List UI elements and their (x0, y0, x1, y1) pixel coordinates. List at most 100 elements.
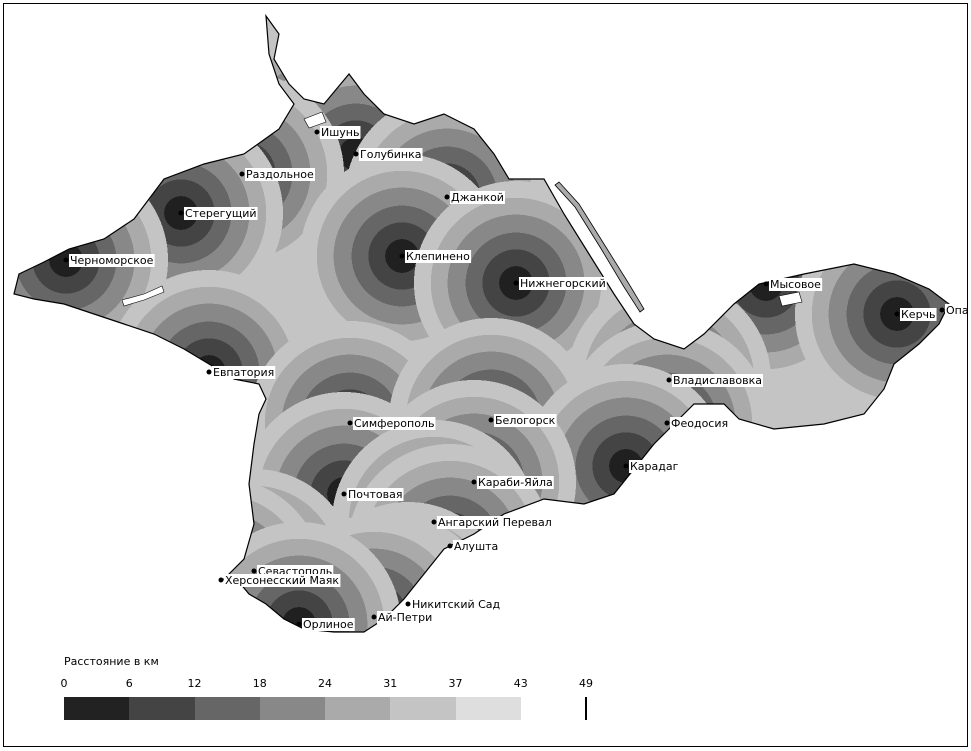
city-marker[interactable]: Голубинка (353, 148, 423, 161)
city-label: Караби-Яйла (478, 476, 553, 489)
city-dot (206, 369, 212, 375)
city-label-background (519, 277, 607, 290)
city-marker[interactable]: Раздольное (239, 168, 315, 181)
city-dot (371, 614, 377, 620)
city-marker[interactable]: Карадаг (623, 460, 680, 473)
city-marker[interactable]: Клепинено (399, 250, 472, 263)
city-marker[interactable]: Херсонесский Маяк (218, 574, 341, 587)
legend-title: Расстояние в км (64, 655, 159, 668)
legend-tick-label: 24 (318, 677, 332, 690)
legend-swatch (129, 697, 195, 720)
city-label-background (945, 304, 967, 317)
city-label: Ангарский Перевал (438, 516, 552, 529)
city-label: Херсонесский Маяк (225, 574, 339, 587)
city-label-background (411, 598, 502, 611)
city-dot (444, 194, 450, 200)
city-label: Орлиное (303, 618, 354, 631)
city-dot (178, 210, 184, 216)
city-marker[interactable]: Джанкой (444, 191, 505, 204)
legend-tick-label: 49 (579, 677, 593, 690)
city-dot (894, 311, 900, 317)
city-marker[interactable]: Почтовая (341, 488, 404, 501)
city-dot (431, 519, 437, 525)
city-label-background (353, 417, 436, 430)
city-marker[interactable]: Никитский Сад (405, 598, 502, 611)
legend-swatch (455, 697, 521, 720)
city-label-background (212, 366, 276, 379)
city-label-background (450, 191, 505, 204)
city-dot (239, 171, 245, 177)
city-label: Раздольное (246, 168, 314, 181)
city-marker[interactable]: Алушта (447, 540, 500, 553)
city-marker[interactable]: Мысовое (763, 278, 823, 291)
city-marker[interactable]: Феодосия (664, 417, 730, 430)
city-label-background (477, 476, 554, 489)
city-label: Черноморское (70, 254, 154, 267)
city-label-background (670, 417, 730, 430)
city-label-background (672, 374, 763, 387)
legend-swatch (64, 697, 130, 720)
legend-tick-label: 0 (60, 677, 68, 690)
city-label: Белогорск (495, 414, 556, 427)
city-label: Опа (946, 304, 967, 317)
city-marker[interactable]: Керчь (894, 308, 937, 321)
city-marker[interactable]: Ишунь (314, 126, 361, 139)
legend-tick-label: 37 (448, 677, 463, 690)
city-label: Алушта (454, 540, 498, 553)
city-marker[interactable]: Владиславовка (666, 374, 763, 387)
city-dot (939, 307, 945, 313)
city-label: Керчь (901, 308, 936, 321)
city-dot (471, 479, 477, 485)
city-label-background (69, 254, 155, 267)
city-label: Симферополь (354, 417, 434, 430)
city-label-background (629, 460, 680, 473)
legend-tick-label: 12 (187, 677, 202, 690)
city-label: Феодосия (671, 417, 728, 430)
city-label: Нижнегорский (520, 277, 606, 290)
city-label-background (494, 414, 557, 427)
legend-tick-label: 18 (252, 677, 267, 690)
legend-tick-label: 31 (383, 677, 398, 690)
city-label-background (453, 540, 500, 553)
city-label-background (224, 574, 341, 587)
city-dot (666, 377, 672, 383)
legend-swatch (325, 697, 391, 720)
city-marker[interactable]: Стерегущий (178, 207, 258, 220)
arabat-spit (554, 181, 645, 313)
city-label: Евпатория (213, 366, 274, 379)
city-label-background (377, 611, 434, 624)
city-marker[interactable]: Черноморское (63, 254, 155, 267)
city-dot (664, 420, 670, 426)
city-marker[interactable]: Опа (939, 304, 968, 317)
city-marker[interactable]: Белогорск (488, 414, 557, 427)
city-marker[interactable]: Ангарский Перевал (431, 516, 553, 529)
legend-swatch (259, 697, 325, 720)
city-marker[interactable]: Евпатория (206, 366, 276, 379)
city-dot (347, 420, 353, 426)
city-label-background (302, 618, 355, 631)
city-marker[interactable]: Ай-Петри (371, 611, 434, 624)
city-label: Ишунь (321, 126, 359, 139)
city-label: Никитский Сад (412, 598, 501, 611)
city-label: Голубинка (360, 148, 422, 161)
city-label: Почтовая (348, 488, 402, 501)
city-dot (488, 417, 494, 423)
city-marker[interactable]: Симферополь (347, 417, 436, 430)
city-label-background (347, 488, 404, 501)
city-marker[interactable]: Караби-Яйла (471, 476, 554, 489)
city-dot (399, 253, 405, 259)
legend-swatch (390, 697, 456, 720)
city-label-background (900, 308, 937, 321)
city-dot (296, 621, 302, 627)
city-dot (251, 568, 257, 574)
legend-end-marker (585, 697, 587, 720)
city-marker[interactable]: Орлиное (296, 618, 355, 631)
city-dot (63, 257, 69, 263)
city-marker[interactable]: Нижнегорский (513, 277, 607, 290)
city-label-background (769, 278, 823, 291)
city-label-background (359, 148, 423, 161)
city-label: Владиславовка (673, 374, 762, 387)
city-label: Карадаг (630, 460, 679, 473)
lake (303, 111, 327, 129)
